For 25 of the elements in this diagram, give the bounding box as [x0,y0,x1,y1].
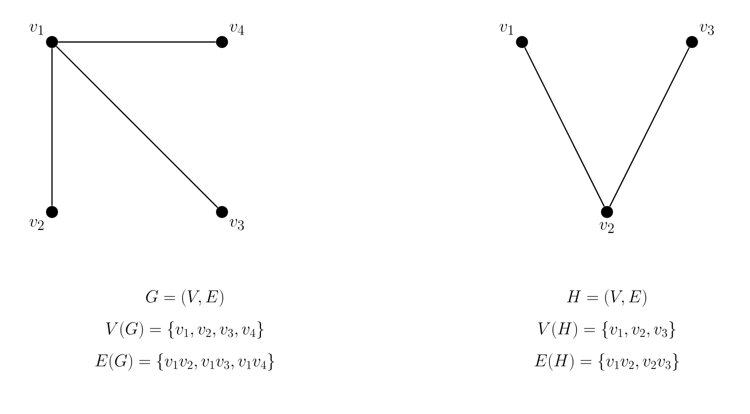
vertex-dot [686,36,698,48]
vertex-dot [516,36,528,48]
set-formula: $E(G)=\{v_1v_2,v_1v_3,v_1v_4\}$ [95,353,274,371]
set-formula: $H=(V,E)$ [567,289,646,307]
vertex-label: $v_4$ [230,24,244,35]
vertex-dot [216,36,228,48]
set-formula: $E(H)=\{v_1v_2,v_2v_3\}$ [534,353,679,371]
edge-line [524,47,605,207]
edge-line [56,46,218,208]
vertex-label: $v_1$ [500,24,514,35]
vertex-label: $v_3$ [700,24,714,36]
vertex-label: $v_2$ [30,219,44,230]
edge-line [51,48,53,206]
set-formula: $V(G)=\{v_1,v_2,v_3,v_4\}$ [106,321,264,339]
vertex-label: $v_3$ [230,219,244,230]
vertex-dot [601,206,613,218]
vertex-dot [46,36,58,48]
vertex-label: $v_1$ [30,24,44,35]
edge-line [58,41,216,43]
vertex-dot [216,206,228,218]
edge-line [609,47,690,207]
vertex-label: $v_2$ [600,222,614,233]
set-formula: $G=(V,E)$ [146,289,224,307]
set-formula: $V(H)=\{v_1,v_2,v_3\}$ [538,321,676,339]
vertex-dot [46,206,58,218]
